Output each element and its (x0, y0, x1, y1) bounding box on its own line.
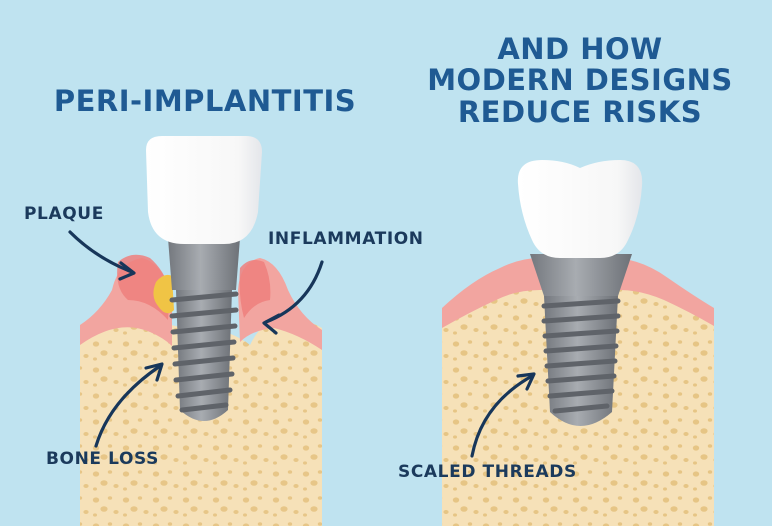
title-peri-implantitis: PERI-IMPLANTITIS (53, 84, 357, 118)
right-gum (442, 258, 714, 328)
title-modern-designs: AND HOW MODERN DESIGNS REDUCE RISKS (410, 32, 750, 129)
right-implant (530, 254, 632, 426)
right-crown (517, 160, 643, 258)
arrow-plaque (68, 230, 136, 281)
left-crown (146, 136, 262, 244)
left-implant (168, 238, 240, 421)
title-line: REDUCE RISKS (457, 94, 703, 129)
label-plaque: PLAQUE (24, 204, 104, 224)
arrow-bone-loss (94, 362, 164, 448)
arrow-inflammation (262, 260, 324, 335)
title-line: AND HOW (497, 32, 663, 66)
label-inflammation: INFLAMMATION (268, 229, 424, 249)
title-line: MODERN DESIGNS (427, 63, 733, 98)
arrow-scaled-threads (470, 372, 536, 458)
label-bone-loss: BONE LOSS (46, 449, 159, 469)
label-scaled-threads: SCALED THREADS (398, 462, 577, 482)
plaque-deposit (153, 274, 174, 314)
